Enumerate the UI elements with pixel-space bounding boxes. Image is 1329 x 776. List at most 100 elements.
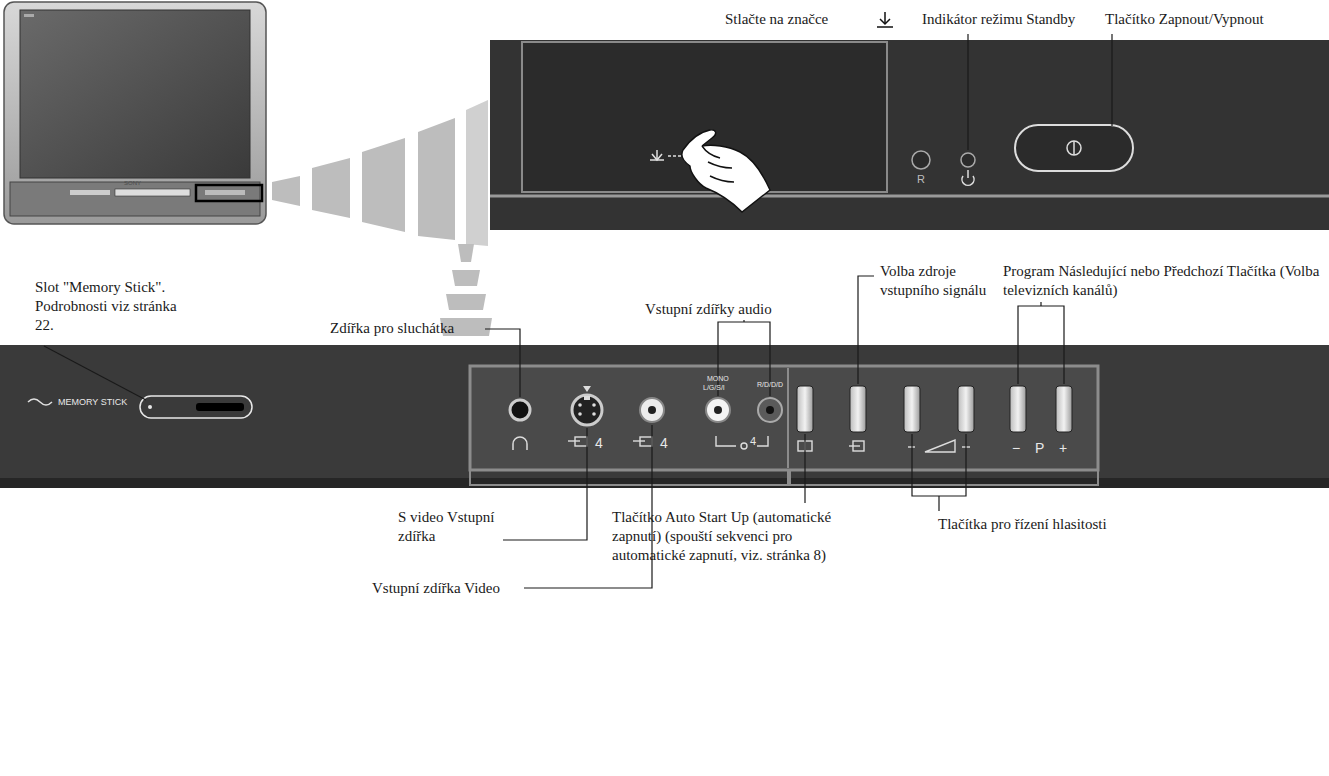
panel-marking: + — [1059, 441, 1067, 455]
input-jacks — [592, 412, 596, 416]
tv-set — [24, 14, 34, 17]
standby-controls — [967, 170, 969, 178]
bottom-panel — [0, 478, 1329, 488]
input-jacks — [568, 436, 768, 449]
panel-marking: 4 — [660, 436, 668, 450]
callout-text: Tlačítko Auto Start Up (automatické zapn… — [612, 508, 862, 565]
input-jacks — [578, 403, 582, 407]
standby-controls — [912, 125, 1133, 185]
leader-line — [938, 496, 939, 511]
memory-stick-slot — [148, 405, 152, 409]
leader-line — [44, 346, 146, 400]
input-jacks — [572, 395, 602, 425]
callout-text: Tlačítko Zapnout/Vypnout — [1105, 10, 1264, 29]
panel-marking: MONO — [707, 375, 729, 382]
pointing-hand — [710, 176, 734, 182]
input-jacks — [510, 400, 530, 420]
control-buttons — [904, 386, 920, 432]
control-buttons — [925, 440, 955, 452]
panel-marking: R/D/D/D — [757, 381, 783, 388]
input-jacks — [640, 398, 664, 422]
press-mark — [877, 26, 893, 28]
zoom-wedge — [272, 176, 300, 206]
standby-controls — [912, 151, 930, 169]
leader-line — [44, 34, 1112, 588]
input-jacks — [513, 437, 527, 450]
pointing-hand — [702, 146, 720, 158]
tv-set — [20, 10, 250, 178]
leader-line — [1018, 306, 1064, 384]
callout-text: S video Vstupní zdířka — [398, 508, 498, 546]
top-panel — [652, 154, 662, 160]
leader-line — [912, 434, 966, 496]
leader-line — [1040, 302, 1041, 306]
panel-marking: P — [1035, 441, 1044, 455]
leader-line — [967, 34, 968, 150]
input-jacks — [741, 443, 747, 449]
panel-marking: − — [1012, 441, 1020, 455]
bottom-panel — [0, 345, 1329, 488]
zoom-wedge — [466, 100, 488, 246]
control-buttons — [849, 445, 860, 446]
leader-line — [804, 434, 805, 503]
leader-line — [524, 425, 652, 588]
tv-set — [10, 182, 260, 216]
zoom-wedge — [312, 158, 350, 218]
panel-marking: 4 — [595, 436, 603, 450]
callout-text: Zdířka pro sluchátka — [330, 319, 454, 338]
input-jacks — [584, 396, 590, 400]
standby-controls — [961, 153, 975, 167]
leader-line — [1111, 34, 1112, 126]
control-buttons — [1056, 386, 1072, 432]
leader-line — [858, 276, 874, 384]
standby-controls — [1067, 141, 1081, 155]
memory-stick-slot — [196, 403, 244, 411]
pointing-hand — [708, 162, 732, 168]
callout-text: Vstupní zdířky audio — [645, 300, 772, 319]
tv-set — [4, 2, 266, 224]
tv-set — [4, 2, 266, 224]
input-jacks — [648, 406, 656, 414]
control-buttons — [1010, 386, 1026, 432]
memory-stick-slot — [28, 399, 52, 405]
tv-set — [205, 190, 245, 195]
top-panel — [490, 40, 1329, 230]
control-buttons — [798, 440, 970, 452]
press-mark — [877, 12, 893, 27]
callout-text: Slot "Memory Stick". Podrobnosti viz str… — [35, 278, 185, 335]
input-jacks — [714, 406, 722, 414]
press-mark — [884, 12, 886, 24]
callout-text: Stlačte na značce — [725, 10, 828, 29]
zoom-wedge — [418, 118, 455, 240]
input-jacks — [592, 403, 596, 407]
pointing-hand — [682, 130, 770, 212]
zoom-wedge — [452, 270, 480, 286]
control-buttons — [850, 386, 866, 432]
tv-set — [70, 190, 110, 195]
input-jacks — [716, 436, 736, 446]
control-buttons — [797, 386, 813, 432]
control-buttons — [797, 386, 1072, 452]
input-jacks — [706, 398, 730, 422]
panel-marking: 4 — [750, 436, 756, 447]
memory-stick-slot — [28, 396, 252, 418]
standby-controls — [1015, 125, 1133, 171]
leader-line — [743, 320, 744, 322]
input-jacks — [758, 398, 782, 422]
zoom-wedge — [458, 244, 474, 262]
zoom-wedge — [362, 138, 405, 232]
callout-text: Vstupní zdířka Video — [372, 579, 500, 598]
callout-text: Program Následující nebo Předchozí Tlačí… — [1003, 262, 1321, 300]
tv-set — [115, 189, 190, 196]
bottom-panel — [470, 366, 1098, 470]
callout-text: Indikátor režimu Standby — [922, 10, 1075, 29]
input-jacks — [757, 436, 768, 446]
panel-marking: MEMORY STICK — [58, 398, 127, 407]
zoom-wedge — [272, 100, 488, 246]
bottom-panel — [788, 470, 1098, 485]
press-mark — [880, 19, 890, 24]
input-jacks — [510, 386, 782, 450]
input-jacks — [766, 406, 774, 414]
callout-text: Tlačítka pro řízení hlasitosti — [938, 515, 1107, 534]
bottom-panel — [0, 345, 1329, 488]
